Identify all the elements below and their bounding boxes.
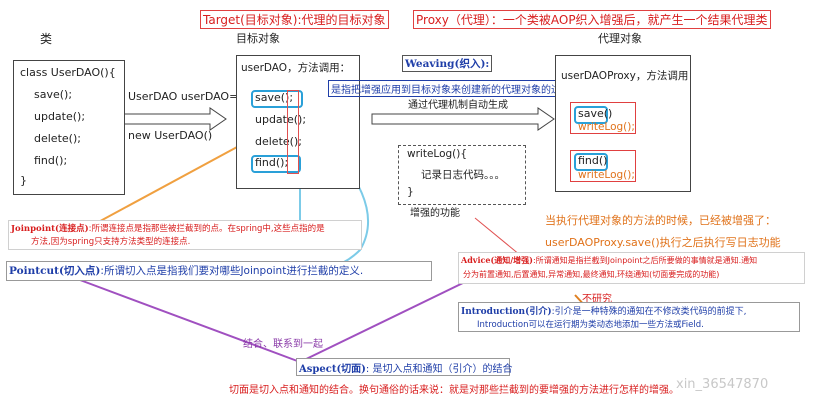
advice-caption: 增强的功能	[410, 208, 460, 219]
target-find: find();	[255, 156, 289, 169]
target-header: userDAO，方法调用：	[241, 62, 351, 74]
intro-note: 不研究	[582, 294, 612, 305]
assign-arrow	[123, 107, 227, 131]
joinpoint-text1: :所谓连接点是指那些被拦截到的点。在spring中,这些点指的是	[88, 224, 325, 234]
advice-label: Advice(通知/增强)	[461, 255, 533, 265]
method-bracket	[287, 90, 299, 174]
proxy-note1: 当执行代理对象的方法的时候，已经被增强了：	[545, 214, 776, 227]
aspect-desc: 切面是切入点和通知的结合。换句通俗的话来说：就是对那些拦截到的要增强的方法进行怎…	[229, 385, 679, 396]
proxy-obj-title: 代理对象	[598, 32, 642, 45]
class-box: class UserDAO(){ save(); update(); delet…	[13, 60, 125, 195]
proxy-save-writelog: writeLog();	[578, 121, 635, 133]
advice-text2: 分为前置通知,后置通知,异常通知,最终通知,环绕通知(切面要完成的功能)	[463, 270, 720, 279]
proxy-save: save()	[578, 107, 613, 120]
joinpoint-label: Joinpoint(连接点)	[11, 224, 89, 234]
class-save: save();	[34, 88, 73, 101]
class-update: update();	[34, 110, 86, 123]
target-obj-title: 目标对象	[236, 32, 280, 45]
class-delete: delete();	[34, 132, 81, 145]
weaving-arrow	[371, 107, 555, 131]
advice-box: Advice(通知/增强):所谓通知是指拦截到Joinpoint之后所要做的事情…	[458, 252, 805, 284]
proxy-find: find()	[578, 154, 608, 167]
advice-code-box: writeLog(){ 记录日志代码。。。 }	[398, 145, 526, 205]
weaving-label: Weaving(织入):	[402, 55, 493, 72]
advice-text1: :所谓通知是指拦截到Joinpoint之后所要做的事情就是通知.通知	[532, 256, 758, 265]
pointcut-box: Pointcut(切入点):所谓切入点是指我们要对哪些Joinpoint进行拦截…	[6, 261, 432, 281]
weaving-desc: 是指把增强应用到目标对象来创建新的代理对象的过程。	[328, 80, 584, 97]
proxy-find-frame	[570, 150, 636, 182]
class-title: 类	[40, 32, 53, 46]
find-highlight	[251, 155, 301, 173]
proxy-save-frame	[570, 102, 636, 134]
watermark: xin_36547870	[676, 377, 769, 392]
aspect-link: 结合、联系到一起	[243, 339, 323, 350]
save-highlight	[251, 90, 303, 108]
advice-code-line3: }	[407, 186, 414, 198]
aspect-line-left	[79, 279, 301, 363]
pointcut-label: Pointcut(切入点)	[9, 265, 101, 277]
advice-line	[474, 217, 521, 256]
target-save: save();	[255, 91, 294, 104]
aspect-box: Aspect(切面): 是切入点和通知（引介）的结合	[296, 358, 513, 376]
assign-line2: new UserDAO()	[128, 129, 213, 142]
intro-label: Introduction(引介)	[461, 307, 552, 317]
joinpoint-line	[79, 139, 251, 233]
aspect-text: : 是切入点和通知（引介）的结合	[365, 364, 513, 375]
target-title: Target(目标对象):代理的目标对象	[200, 10, 389, 29]
proxy-note2: userDAOProxy.save()执行之后执行写日志功能	[545, 236, 781, 249]
joinpoint-text2: 方法,因为spring只支持方法类型的连接点.	[31, 237, 191, 247]
class-decl: class UserDAO(){	[20, 66, 116, 79]
intro-text1: :引介是一种特殊的通知在不修改类代码的前提下,	[551, 307, 747, 317]
weaving-mech: 通过代理机制自动生成	[408, 100, 508, 111]
target-delete: delete();	[255, 135, 302, 148]
target-box: userDAO，方法调用： save(); update(); delete()…	[236, 55, 360, 189]
advice-code-line2: 记录日志代码。。。	[421, 169, 505, 181]
intro-text2: Introduction可以在运行期为类动态地添加一些方法或Field.	[477, 320, 704, 330]
proxy-find-highlight	[574, 153, 608, 171]
proxy-save-highlight	[574, 106, 608, 124]
intro-box: Introduction(引介):引介是一种特殊的通知在不修改类代码的前提下, …	[458, 302, 800, 332]
proxy-header: userDAOProxy，方法调用	[561, 70, 689, 82]
target-update: update();	[255, 113, 307, 126]
class-find: find();	[34, 154, 68, 167]
joinpoint-box: Joinpoint(连接点):所谓连接点是指那些被拦截到的点。在spring中,…	[8, 220, 362, 250]
advice-code-line1: writeLog(){	[407, 148, 468, 160]
proxy-find-writelog: writeLog();	[578, 169, 635, 181]
pointcut-text: :所谓切入点是指我们要对哪些Joinpoint进行拦截的定义.	[100, 265, 364, 277]
proxy-box: userDAOProxy，方法调用 save() writeLog(); fin…	[555, 55, 691, 192]
aspect-label: Aspect(切面)	[299, 364, 366, 375]
proxy-title: Proxy（代理）：一个类被AOP织入增强后，就产生一个结果代理类	[413, 10, 771, 29]
assign-line1: UserDAO userDAO=	[128, 90, 239, 103]
class-close: }	[20, 174, 27, 187]
